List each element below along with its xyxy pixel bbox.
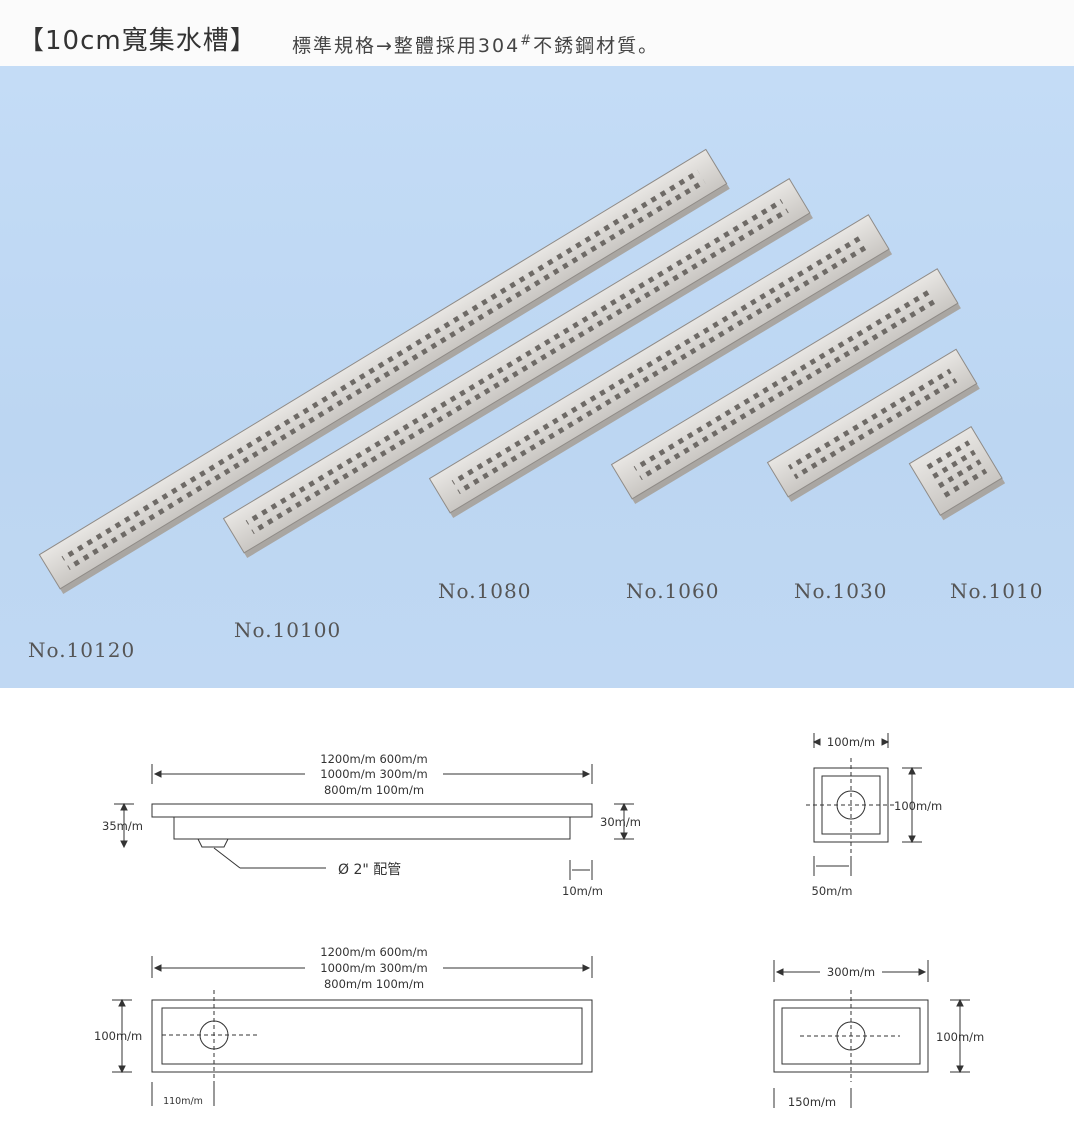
grate-1030 [766,348,980,503]
model-label-10100: No.10100 [234,618,342,642]
grate-10100 [222,177,813,559]
top-height: 100m/m [94,1029,142,1043]
product-photo: No.10120 No.10100 No.1080 No.1060 No.103… [0,66,1074,688]
model-label-1030: No.1030 [794,579,888,603]
model-label-1060: No.1060 [626,579,720,603]
flange-width: 10m/m [562,884,603,898]
top-length-row1: 1200m/m 600m/m [320,945,427,959]
grate-1010 [908,425,1006,521]
header: 【10cm寬集水槽】 標準規格→整體採用304#不銹鋼材質。 [0,0,1074,66]
short-height: 100m/m [936,1030,984,1044]
top-length-row3: 800m/m 100m/m [324,977,424,991]
short-center: 150m/m [788,1095,836,1109]
model-label-1080: No.1080 [438,579,532,603]
side-height-left: 35m/m [102,819,143,833]
top-length-row2: 1000m/m 300m/m [320,961,427,975]
subtitle-sup: # [520,33,534,49]
drawings-svg: 1200m/m 600m/m 1000m/m 300m/m 800m/m 100… [94,733,984,1109]
model-label-10120: No.10120 [28,638,136,662]
drain-grates-illustration [38,148,1006,594]
square-center: 50m/m [812,884,853,898]
side-length-row1: 1200m/m 600m/m [320,752,427,766]
square-height: 100m/m [894,799,942,813]
technical-drawings: 1200m/m 600m/m 1000m/m 300m/m 800m/m 100… [0,688,1074,1124]
side-height-right: 30m/m [600,815,641,829]
grate-1060 [610,268,961,505]
page-subtitle: 標準規格→整體採用304#不銹鋼材質。 [292,31,659,58]
subtitle-prefix: 標準規格→整體採用304 [292,35,521,57]
grate-10120 [38,148,730,594]
square-width: 100m/m [827,735,875,749]
short-width: 300m/m [827,965,875,979]
page-title: 【10cm寬集水槽】 [18,26,257,56]
top-offset: 110m/m [163,1096,203,1107]
grate-1080 [428,214,893,519]
side-length-row2: 1000m/m 300m/m [320,767,427,781]
pipe-label: Ø 2" 配管 [338,862,401,878]
side-length-row3: 800m/m 100m/m [324,783,424,797]
subtitle-suffix: 不銹鋼材質。 [533,35,660,57]
model-label-1010: No.1010 [950,579,1044,603]
